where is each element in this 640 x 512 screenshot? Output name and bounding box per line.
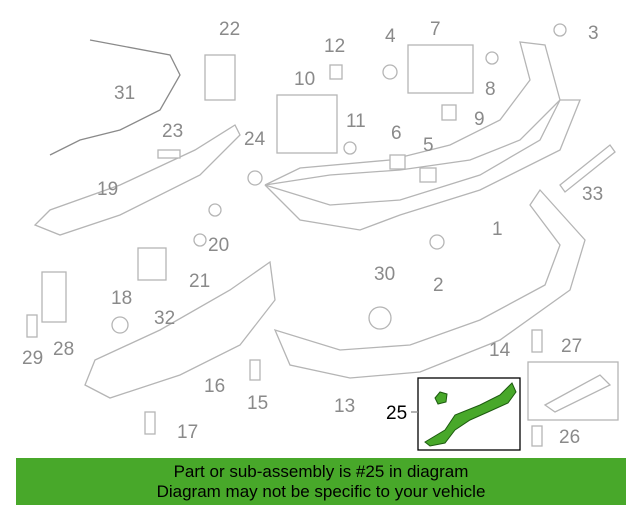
screw-11[interactable]: [343, 141, 357, 155]
bumper-cover-lower: [264, 99, 581, 231]
callout-2[interactable]: 2: [433, 275, 444, 296]
callout-labels: 1 2 3 4 5 6 7 8 9 10 11 12 13 14 15 16 1…: [22, 19, 603, 448]
clip-5[interactable]: [419, 167, 437, 183]
callout-11[interactable]: 11: [346, 111, 366, 132]
callout-9[interactable]: 9: [474, 109, 485, 130]
screw-8[interactable]: [485, 51, 499, 65]
callout-33[interactable]: 33: [582, 184, 603, 205]
callout-28[interactable]: 28: [53, 339, 74, 360]
callout-16[interactable]: 16: [204, 376, 225, 397]
callout-27[interactable]: 27: [561, 336, 582, 357]
callout-1[interactable]: 1: [492, 219, 503, 240]
info-banner: Part or sub-assembly is #25 in diagram D…: [16, 458, 626, 505]
bracket-kit-box-10[interactable]: [276, 94, 338, 154]
screw-21[interactable]: [193, 233, 207, 247]
bracket-27: [543, 374, 612, 413]
callout-18[interactable]: 18: [111, 288, 132, 309]
nut-24[interactable]: [247, 170, 263, 186]
clip-4[interactable]: [382, 64, 398, 80]
bracket-kit-box-7[interactable]: [407, 44, 474, 94]
callout-24[interactable]: 24: [244, 129, 266, 150]
callout-15[interactable]: 15: [247, 393, 268, 414]
banner-line-2: Diagram may not be specific to your vehi…: [156, 482, 486, 501]
part-25-bracket[interactable]: [424, 382, 517, 447]
callout-32[interactable]: 32: [154, 308, 175, 329]
callout-21[interactable]: 21: [189, 271, 210, 292]
screw-29[interactable]: [26, 314, 38, 338]
rivet-18[interactable]: [111, 316, 129, 334]
callout-14[interactable]: 14: [489, 340, 511, 361]
callout-25[interactable]: 25: [386, 403, 407, 424]
screw-3[interactable]: [553, 23, 567, 37]
banner-line-1: Part or sub-assembly is #25 in diagram: [173, 462, 469, 481]
wiring-harness[interactable]: [49, 39, 181, 156]
clip-6[interactable]: [389, 154, 406, 170]
callout-23[interactable]: 23: [162, 121, 183, 142]
bumper-reinforcement[interactable]: [33, 124, 241, 236]
clip-9[interactable]: [441, 104, 457, 121]
callout-22[interactable]: 22: [219, 19, 240, 40]
bracket-22[interactable]: [204, 54, 236, 101]
callout-5[interactable]: 5: [423, 135, 434, 156]
callout-10[interactable]: 10: [294, 69, 315, 90]
reflector-strip[interactable]: [559, 144, 616, 193]
clip-2[interactable]: [429, 234, 445, 250]
callout-6[interactable]: 6: [391, 123, 402, 144]
callout-19[interactable]: 19: [97, 179, 118, 200]
clip-15[interactable]: [249, 359, 261, 381]
lower-valance[interactable]: [273, 188, 586, 379]
callout-20[interactable]: 20: [208, 235, 229, 256]
sensor-bracket-32[interactable]: [137, 247, 167, 281]
callout-8[interactable]: 8: [485, 79, 496, 100]
screw-14[interactable]: [531, 329, 543, 353]
callout-30[interactable]: 30: [374, 264, 395, 285]
callout-26[interactable]: 26: [559, 427, 580, 448]
part-25-clip[interactable]: [434, 391, 448, 405]
clip-12[interactable]: [329, 64, 343, 80]
screw-20[interactable]: [208, 203, 222, 217]
bracket-28[interactable]: [41, 271, 67, 323]
stud-23[interactable]: [157, 149, 181, 159]
callout-29[interactable]: 29: [22, 348, 43, 369]
callout-31[interactable]: 31: [114, 83, 135, 104]
callout-4[interactable]: 4: [385, 26, 396, 47]
callout-7[interactable]: 7: [430, 19, 441, 40]
callout-13[interactable]: 13: [334, 396, 355, 417]
energy-absorber[interactable]: [84, 260, 276, 399]
callout-17[interactable]: 17: [177, 422, 198, 443]
callout-12[interactable]: 12: [324, 36, 345, 57]
sensor-30[interactable]: [368, 306, 392, 330]
screw-26[interactable]: [531, 425, 543, 447]
callout-3[interactable]: 3: [588, 23, 599, 44]
screw-17[interactable]: [144, 411, 156, 435]
